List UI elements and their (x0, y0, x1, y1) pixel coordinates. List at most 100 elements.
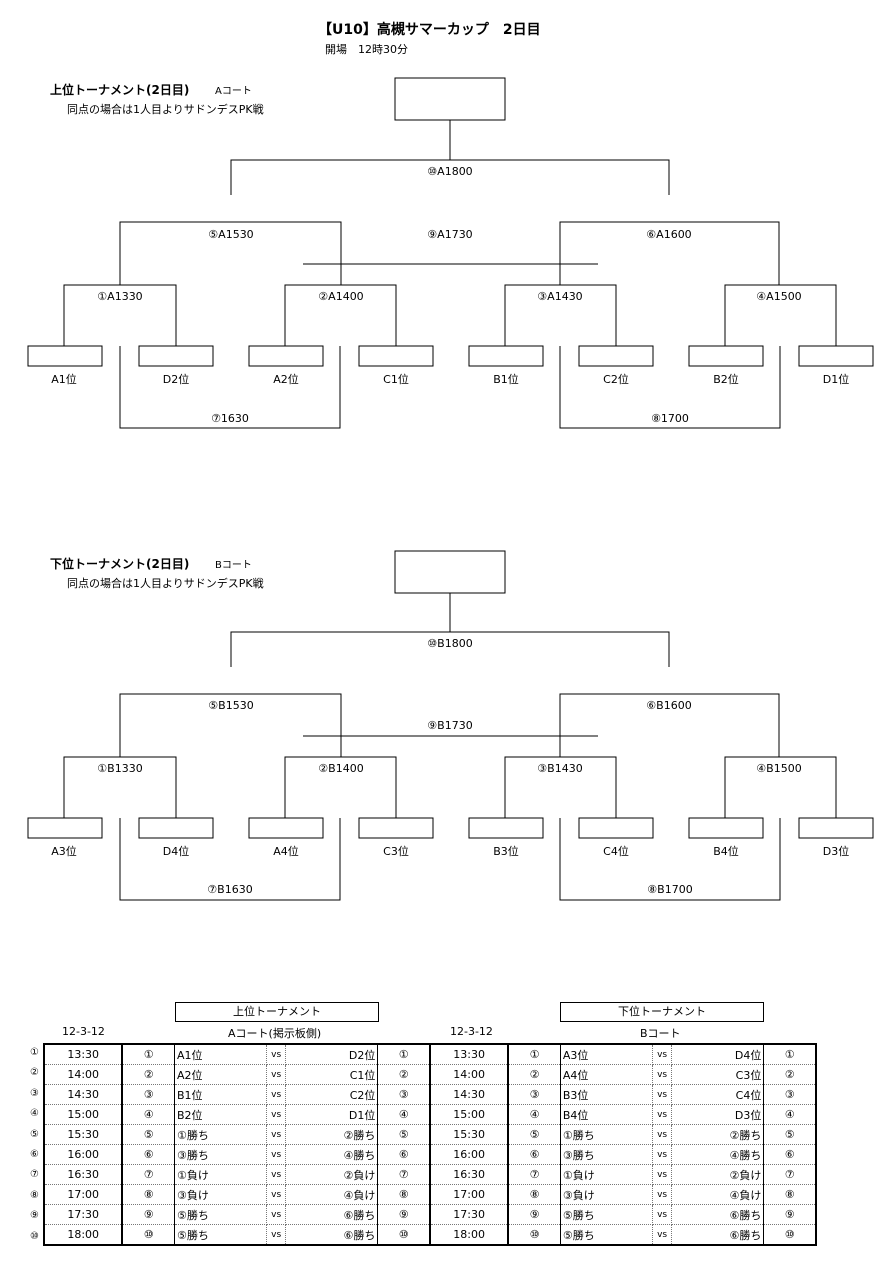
away-team-cell: C2位 (285, 1084, 379, 1105)
home-team-cell: ⑤勝ち (560, 1204, 654, 1225)
match-number-cell: ⑦ (377, 1164, 431, 1185)
match-number-cell: ① (508, 1043, 561, 1065)
match-number-cell: ③ (122, 1084, 175, 1105)
page-subtitle: 開場 12時30分 (325, 43, 408, 56)
time-cell: 13:30 (44, 1043, 124, 1065)
match-number-cell: ⑧ (508, 1184, 561, 1205)
match-number-cell: ⑨ (122, 1204, 175, 1225)
upper-team-label: C1位 (383, 373, 409, 386)
lower-team-label: C4位 (603, 845, 629, 858)
outer-row-number: ① (30, 1047, 39, 1058)
time-cell: 18:00 (429, 1224, 510, 1246)
away-team-cell: C4位 (671, 1084, 765, 1105)
match-number-cell: ④ (763, 1104, 816, 1125)
match-number-cell: ⑥ (122, 1144, 175, 1165)
match-number-cell: ⑩ (377, 1224, 431, 1246)
time-cell: 13:30 (429, 1043, 510, 1065)
away-team-cell: ④負け (671, 1184, 765, 1205)
away-team-cell: ②勝ち (285, 1124, 379, 1145)
lower-semi-left-label: ⑤B1530 (208, 699, 254, 712)
outer-row-number: ⑤ (30, 1128, 39, 1140)
match-number-cell: ④ (508, 1104, 561, 1125)
match-number-cell: ⑥ (508, 1144, 561, 1165)
match-number-cell: ⑧ (122, 1184, 175, 1205)
schedule-left-header: 上位トーナメント (175, 1002, 379, 1022)
upper-r1-label: ③A1430 (537, 290, 583, 303)
away-team-cell: ②負け (285, 1164, 379, 1185)
match-number-cell: ① (122, 1043, 175, 1065)
match-number-cell: ③ (377, 1084, 431, 1105)
match-number-cell: ⑤ (763, 1124, 816, 1145)
time-cell: 15:30 (44, 1124, 124, 1145)
home-team-cell: ①負け (174, 1164, 268, 1185)
lower-team-label: B3位 (493, 845, 519, 858)
time-cell: 16:00 (429, 1144, 510, 1165)
time-cell: 17:00 (44, 1184, 124, 1205)
lower-third-label: ⑨B1730 (427, 719, 473, 732)
lower-team-label: D3位 (822, 845, 850, 858)
away-team-cell: D1位 (285, 1104, 379, 1125)
time-cell: 17:30 (44, 1204, 124, 1225)
home-team-cell: ①勝ち (560, 1124, 654, 1145)
match-number-cell: ③ (508, 1084, 561, 1105)
outer-row-number: ④ (30, 1108, 39, 1120)
match-number-cell: ③ (763, 1084, 816, 1105)
outer-row-number: ⑩ (30, 1230, 39, 1242)
home-team-cell: A2位 (174, 1064, 268, 1085)
upper-team-label: D1位 (822, 373, 850, 386)
match-number-cell: ⑦ (508, 1164, 561, 1185)
vs-cell: vs (266, 1144, 287, 1165)
outer-row-number: ⑨ (30, 1210, 39, 1222)
lower-cons-right-label: ⑧B1700 (647, 883, 693, 896)
match-number-cell: ⑤ (122, 1124, 175, 1145)
away-team-cell: ⑥勝ち (285, 1204, 379, 1225)
lower-r1-label: ②B1400 (318, 762, 364, 775)
match-number-cell: ⑦ (763, 1164, 816, 1185)
upper-team-label: B2位 (713, 373, 739, 386)
match-number-cell: ① (763, 1043, 816, 1065)
upper-final-label: ⑩A1800 (427, 165, 473, 178)
upper-heading: 上位トーナメント(2日目) (50, 83, 190, 97)
home-team-cell: ③勝ち (174, 1144, 268, 1165)
away-team-cell: ⑥勝ち (671, 1204, 765, 1225)
away-team-cell: D3位 (671, 1104, 765, 1125)
match-number-cell: ⑦ (122, 1164, 175, 1185)
lower-r1-label: ③B1430 (537, 762, 583, 775)
schedule-right-header: 下位トーナメント (560, 1002, 764, 1022)
away-team-cell: ④勝ち (285, 1144, 379, 1165)
away-team-cell: ④勝ち (671, 1144, 765, 1165)
vs-cell: vs (652, 1164, 672, 1185)
lower-team-label: C3位 (383, 845, 409, 858)
time-cell: 17:30 (429, 1204, 510, 1225)
upper-team-label: A2位 (273, 373, 299, 386)
outer-row-number: ⑦ (30, 1169, 39, 1181)
lower-winner-box (394, 550, 506, 594)
match-number-cell: ⑩ (122, 1224, 175, 1246)
home-team-cell: B4位 (560, 1104, 654, 1125)
time-cell: 17:00 (429, 1184, 510, 1205)
schedule-left-date: 12-3-12 (62, 1025, 105, 1038)
vs-cell: vs (266, 1064, 287, 1085)
lower-cons-left-label: ⑦B1630 (207, 883, 253, 896)
upper-team-label: B1位 (493, 373, 519, 386)
home-team-cell: ⑤勝ち (174, 1224, 268, 1246)
match-number-cell: ⑥ (377, 1144, 431, 1165)
away-team-cell: ⑥勝ち (671, 1224, 765, 1246)
home-team-cell: B2位 (174, 1104, 268, 1125)
upper-cons-right-label: ⑧1700 (651, 412, 689, 425)
time-cell: 16:30 (44, 1164, 124, 1185)
away-team-cell: ④負け (285, 1184, 379, 1205)
vs-cell: vs (652, 1043, 672, 1065)
outer-row-number: ② (30, 1067, 39, 1079)
lower-note: 同点の場合は1人目よりサドンデスPK戦 (67, 577, 264, 590)
lower-semi-right-label: ⑥B1600 (646, 699, 692, 712)
away-team-cell: ②勝ち (671, 1124, 765, 1145)
